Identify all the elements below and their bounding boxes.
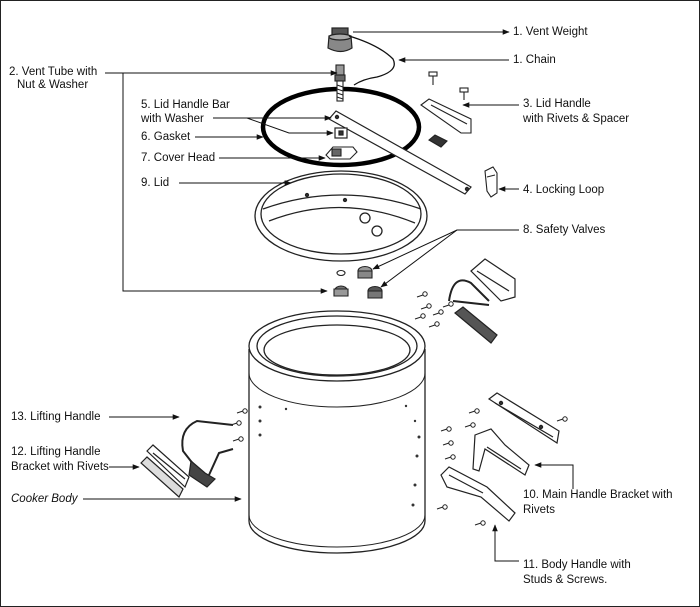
lifting-handle-shape (181, 419, 234, 488)
safety-valves-shape (333, 265, 383, 299)
lid-handle-bar-shape (328, 110, 472, 195)
body-handle-shape (440, 466, 516, 522)
lifting-bracket-shape (140, 444, 190, 498)
upper-body-handle-shape (448, 258, 516, 344)
body-screws (414, 291, 454, 328)
body-rivet-holes (258, 404, 421, 507)
label-lid-handle-line1: 3. Lid Handle (523, 98, 591, 110)
label-body-handle-line2: Studs & Screws. (523, 574, 608, 586)
label-chain: 1. Chain (513, 54, 556, 66)
label-lid-handle-line2: with Rivets & Spacer (523, 113, 630, 125)
label-lid: 9. Lid (141, 177, 170, 189)
handle-studs (436, 408, 568, 526)
label-lifting-bracket-line2: Bracket with Rivets (11, 461, 109, 473)
label-main-bracket-line2: Rivets (523, 504, 555, 516)
callout-lines (83, 29, 574, 562)
label-body-handle-line1: 11. Body Handle with (523, 559, 631, 571)
label-locking-loop: 4. Locking Loop (523, 184, 605, 196)
label-vent-weight: 1. Vent Weight (513, 26, 588, 38)
label-vent-tube-line1: 2. Vent Tube with (9, 66, 98, 78)
cover-head-shape (325, 146, 358, 160)
main-handle-bracket-shape (472, 392, 560, 476)
label-lifting-bracket-line1: 12. Lifting Handle (11, 446, 101, 458)
chain-shape (348, 35, 395, 86)
lid-handle-shape (420, 71, 472, 148)
label-lifting-handle: 13. Lifting Handle (11, 411, 101, 423)
label-gasket: 6. Gasket (141, 131, 191, 143)
vent-weight-shape (327, 27, 353, 53)
lid-shape (254, 170, 428, 262)
label-vent-tube-line2: Nut & Washer (17, 79, 89, 91)
vent-tube-shape (334, 64, 346, 102)
label-lid-handle-bar-line2: with Washer (141, 113, 204, 125)
lifting-studs (230, 408, 248, 442)
label-cover-head: 7. Cover Head (141, 152, 216, 164)
label-safety-valves: 8. Safety Valves (523, 224, 606, 236)
locking-loop-shape (484, 166, 498, 198)
label-cooker-body: Cooker Body (11, 493, 78, 505)
label-main-bracket-line1: 10. Main Handle Bracket with (523, 489, 673, 501)
label-lid-handle-bar-line1: 5. Lid Handle Bar (141, 99, 230, 111)
cooker-body-shape (248, 310, 426, 554)
